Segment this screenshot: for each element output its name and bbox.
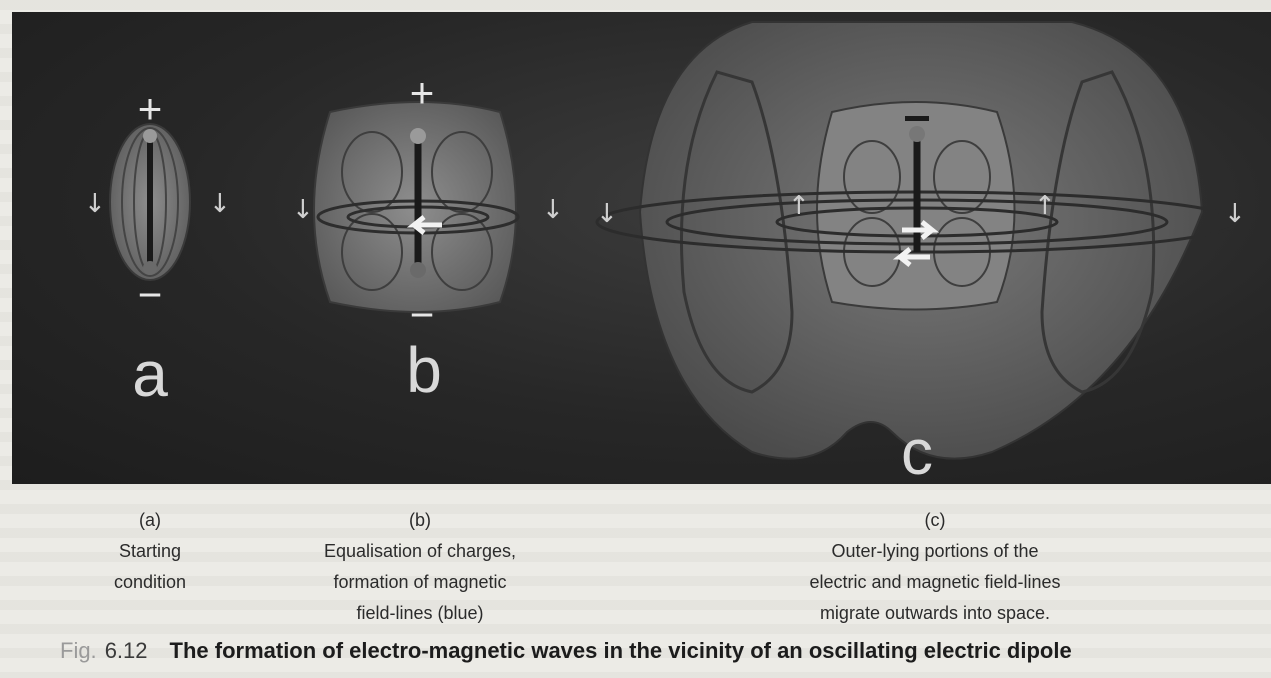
up-arrow-icon: ↑ — [788, 191, 810, 221]
down-arrow-icon: ↓ — [542, 195, 564, 225]
down-arrow-icon: ↓ — [292, 195, 314, 225]
panel-a-plus-sign: + — [138, 88, 163, 130]
caption-c-label: (c) — [770, 505, 1100, 536]
dipole-field-drawing: ↓ ↓ ↓ ↓ — [12, 12, 1271, 484]
caption-c-line-2: electric and magnetic field-lines — [770, 567, 1100, 598]
caption-a-label: (a) — [70, 505, 230, 536]
panel-b-plus-sign: + — [410, 72, 435, 114]
panel-a-minus-sign: − — [138, 274, 163, 316]
down-arrow-icon: ↓ — [1224, 199, 1246, 229]
panel-a-letter: a — [132, 342, 168, 406]
panel-b-minus-sign: − — [410, 294, 435, 336]
caption-b-line-3: field-lines (blue) — [290, 598, 550, 629]
dipole-illustration: ↓ ↓ ↓ ↓ — [12, 12, 1271, 484]
panel-a-dipole: ↓ ↓ — [84, 124, 231, 280]
caption-b-line-1: Equalisation of charges, — [290, 536, 550, 567]
down-arrow-icon: ↓ — [209, 189, 231, 219]
panel-b-letter: b — [406, 338, 442, 402]
figure-caption: Fig. 6.12 The formation of electro-magneti… — [60, 638, 1072, 664]
caption-b-label: (b) — [290, 505, 550, 536]
caption-c-line-3: migrate outwards into space. — [770, 598, 1100, 629]
down-arrow-icon: ↓ — [596, 199, 618, 229]
caption-c: (c) Outer-lying portions of the electric… — [770, 505, 1100, 629]
caption-a-line-2: condition — [70, 567, 230, 598]
caption-c-line-1: Outer-lying portions of the — [770, 536, 1100, 567]
figure-number: 6.12 — [105, 638, 148, 663]
caption-b: (b) Equalisation of charges, formation o… — [290, 505, 550, 629]
caption-a-line-1: Starting — [70, 536, 230, 567]
up-arrow-icon: ↑ — [1034, 191, 1056, 221]
down-arrow-icon: ↓ — [84, 189, 106, 219]
panel-c-letter: c — [901, 420, 933, 484]
caption-a: (a) Starting condition — [70, 505, 230, 598]
caption-b-line-2: formation of magnetic — [290, 567, 550, 598]
figure-title: The formation of electro-magnetic waves … — [170, 638, 1072, 663]
figure-prefix: Fig. — [60, 638, 97, 663]
panel-c-dipole: ↑ ↑ ↓ ↓ — [596, 22, 1246, 459]
panel-b-dipole: ↓ ↓ — [292, 102, 564, 312]
